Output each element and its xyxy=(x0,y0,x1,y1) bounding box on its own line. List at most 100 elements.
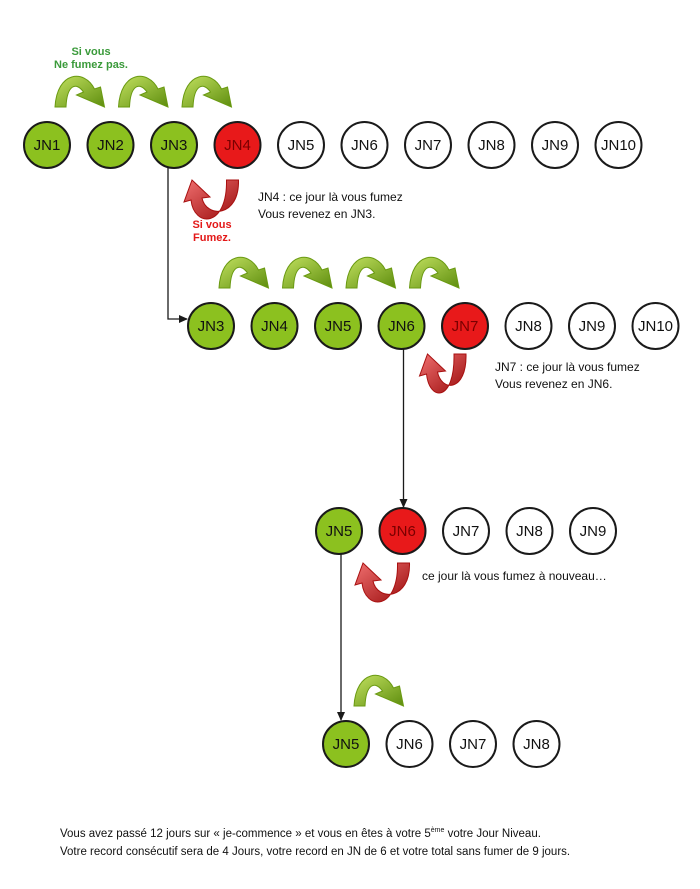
circle-label: JN9 xyxy=(542,137,569,154)
summary-line-1-b: votre Jour Niveau. xyxy=(444,827,541,840)
advance-arrows xyxy=(54,75,460,707)
green-advance-arrow xyxy=(117,75,169,108)
circle-shape xyxy=(385,720,434,768)
circle-shape xyxy=(86,121,135,169)
circle-label: JN6 xyxy=(389,523,416,540)
circle-label: JN5 xyxy=(333,736,360,753)
day-circle-jn1: JN1 xyxy=(23,121,71,169)
red-fallback-arrow xyxy=(183,179,240,220)
green-advance-arrow xyxy=(181,75,233,108)
circle-shape xyxy=(213,121,262,169)
green-advance-arrow xyxy=(218,256,270,289)
circle-label: JN2 xyxy=(97,137,124,154)
row2-note-line1: JN7 : ce jour là vous fumez xyxy=(495,360,640,374)
circle-label: JN7 xyxy=(460,736,487,753)
day-circle-jn8: JN8 xyxy=(504,302,553,350)
circle-label: JN1 xyxy=(34,137,61,154)
green-advance-arrow xyxy=(281,256,333,289)
day-circle-jn9: JN9 xyxy=(569,507,617,555)
circle-shape xyxy=(187,302,235,350)
circle-shape xyxy=(277,121,325,169)
row-connectors xyxy=(167,168,408,721)
summary-footer: Vous avez passé 12 jours sur « je-commen… xyxy=(60,822,680,861)
day-circle-jn10: JN10 xyxy=(631,302,680,350)
connector-arrow xyxy=(167,168,188,323)
green-advance-arrow xyxy=(408,256,460,289)
day-circle-jn8: JN8 xyxy=(505,507,554,555)
circle-shape xyxy=(377,302,426,350)
green-advance-arrow xyxy=(54,75,106,108)
day-circle-jn6: JN6 xyxy=(385,720,434,768)
circle-label: JN5 xyxy=(326,523,353,540)
circle-label: JN8 xyxy=(516,523,543,540)
row3-note: ce jour là vous fumez à nouveau… xyxy=(422,569,607,583)
circle-label: JN4 xyxy=(224,137,251,154)
smoke-label-line2: Fumez. xyxy=(193,232,231,244)
circle-shape xyxy=(378,507,427,555)
no-smoke-label-line1: Si vous xyxy=(71,46,110,58)
circle-label: JN8 xyxy=(523,736,550,753)
circle-label: JN7 xyxy=(415,137,442,154)
day-circle-jn7: JN7 xyxy=(449,720,497,768)
circle-label: JN7 xyxy=(452,318,479,335)
day-circle-jn3: JN3 xyxy=(150,121,198,169)
smoke-label-line1: Si vous xyxy=(192,219,231,231)
circle-shape xyxy=(250,302,299,350)
day-circle-jn7: JN7 xyxy=(441,302,489,350)
summary-superscript: ème xyxy=(430,827,445,834)
no-smoke-label-line2: Ne fumez pas. xyxy=(54,59,128,71)
circle-label: JN9 xyxy=(580,523,607,540)
summary-line-2: Votre record consécutif sera de 4 Jours,… xyxy=(60,845,571,858)
circle-shape xyxy=(449,720,497,768)
fallback-arrows xyxy=(183,179,467,603)
green-advance-arrow xyxy=(353,674,405,707)
day-circle-jn9: JN9 xyxy=(531,121,579,169)
circle-label: JN10 xyxy=(601,137,636,154)
circle-shape xyxy=(322,720,370,768)
circle-shape xyxy=(531,121,579,169)
circle-shape xyxy=(150,121,198,169)
circle-label: JN10 xyxy=(638,318,673,335)
circle-label: JN8 xyxy=(478,137,505,154)
circle-shape xyxy=(569,507,617,555)
day-circle-jn5: JN5 xyxy=(314,302,362,350)
circle-label: JN9 xyxy=(579,318,606,335)
circle-label: JN6 xyxy=(396,736,423,753)
circle-label: JN6 xyxy=(351,137,378,154)
green-advance-arrow xyxy=(345,256,397,289)
row1-note-line1: JN4 : ce jour là vous fumez xyxy=(258,190,403,204)
circle-label: JN4 xyxy=(261,318,288,335)
circle-shape xyxy=(505,507,554,555)
circle-shape xyxy=(404,121,452,169)
day-circle-jn10: JN10 xyxy=(594,121,643,169)
circle-shape xyxy=(568,302,616,350)
day-circle-jn3: JN3 xyxy=(187,302,235,350)
circle-shape xyxy=(512,720,561,768)
day-circle-jn7: JN7 xyxy=(404,121,452,169)
day-circle-jn4: JN4 xyxy=(213,121,262,169)
circle-shape xyxy=(441,302,489,350)
red-fallback-arrow xyxy=(354,562,411,603)
day-circle-jn6: JN6 xyxy=(340,121,389,169)
day-circle-jn5: JN5 xyxy=(277,121,325,169)
circle-label: JN3 xyxy=(161,137,188,154)
day-circle-jn8: JN8 xyxy=(467,121,516,169)
circle-label: JN8 xyxy=(515,318,542,335)
circle-shape xyxy=(340,121,389,169)
summary-line-1: Vous avez passé 12 jours sur « je-commen… xyxy=(60,822,680,843)
day-circle-jn6: JN6 xyxy=(377,302,426,350)
day-circle-jn6: JN6 xyxy=(378,507,427,555)
circle-shape xyxy=(23,121,71,169)
red-fallback-arrow xyxy=(418,353,467,394)
day-circle-jn4: JN4 xyxy=(250,302,299,350)
day-circle-jn8: JN8 xyxy=(512,720,561,768)
day-circle-jn9: JN9 xyxy=(568,302,616,350)
circle-shape xyxy=(504,302,553,350)
circle-shape xyxy=(467,121,516,169)
circle-shape xyxy=(594,121,643,169)
circle-label: JN3 xyxy=(198,318,225,335)
summary-line-1-a: Vous avez passé 12 jours sur « je-commen… xyxy=(60,827,431,840)
circle-label: JN7 xyxy=(453,523,480,540)
